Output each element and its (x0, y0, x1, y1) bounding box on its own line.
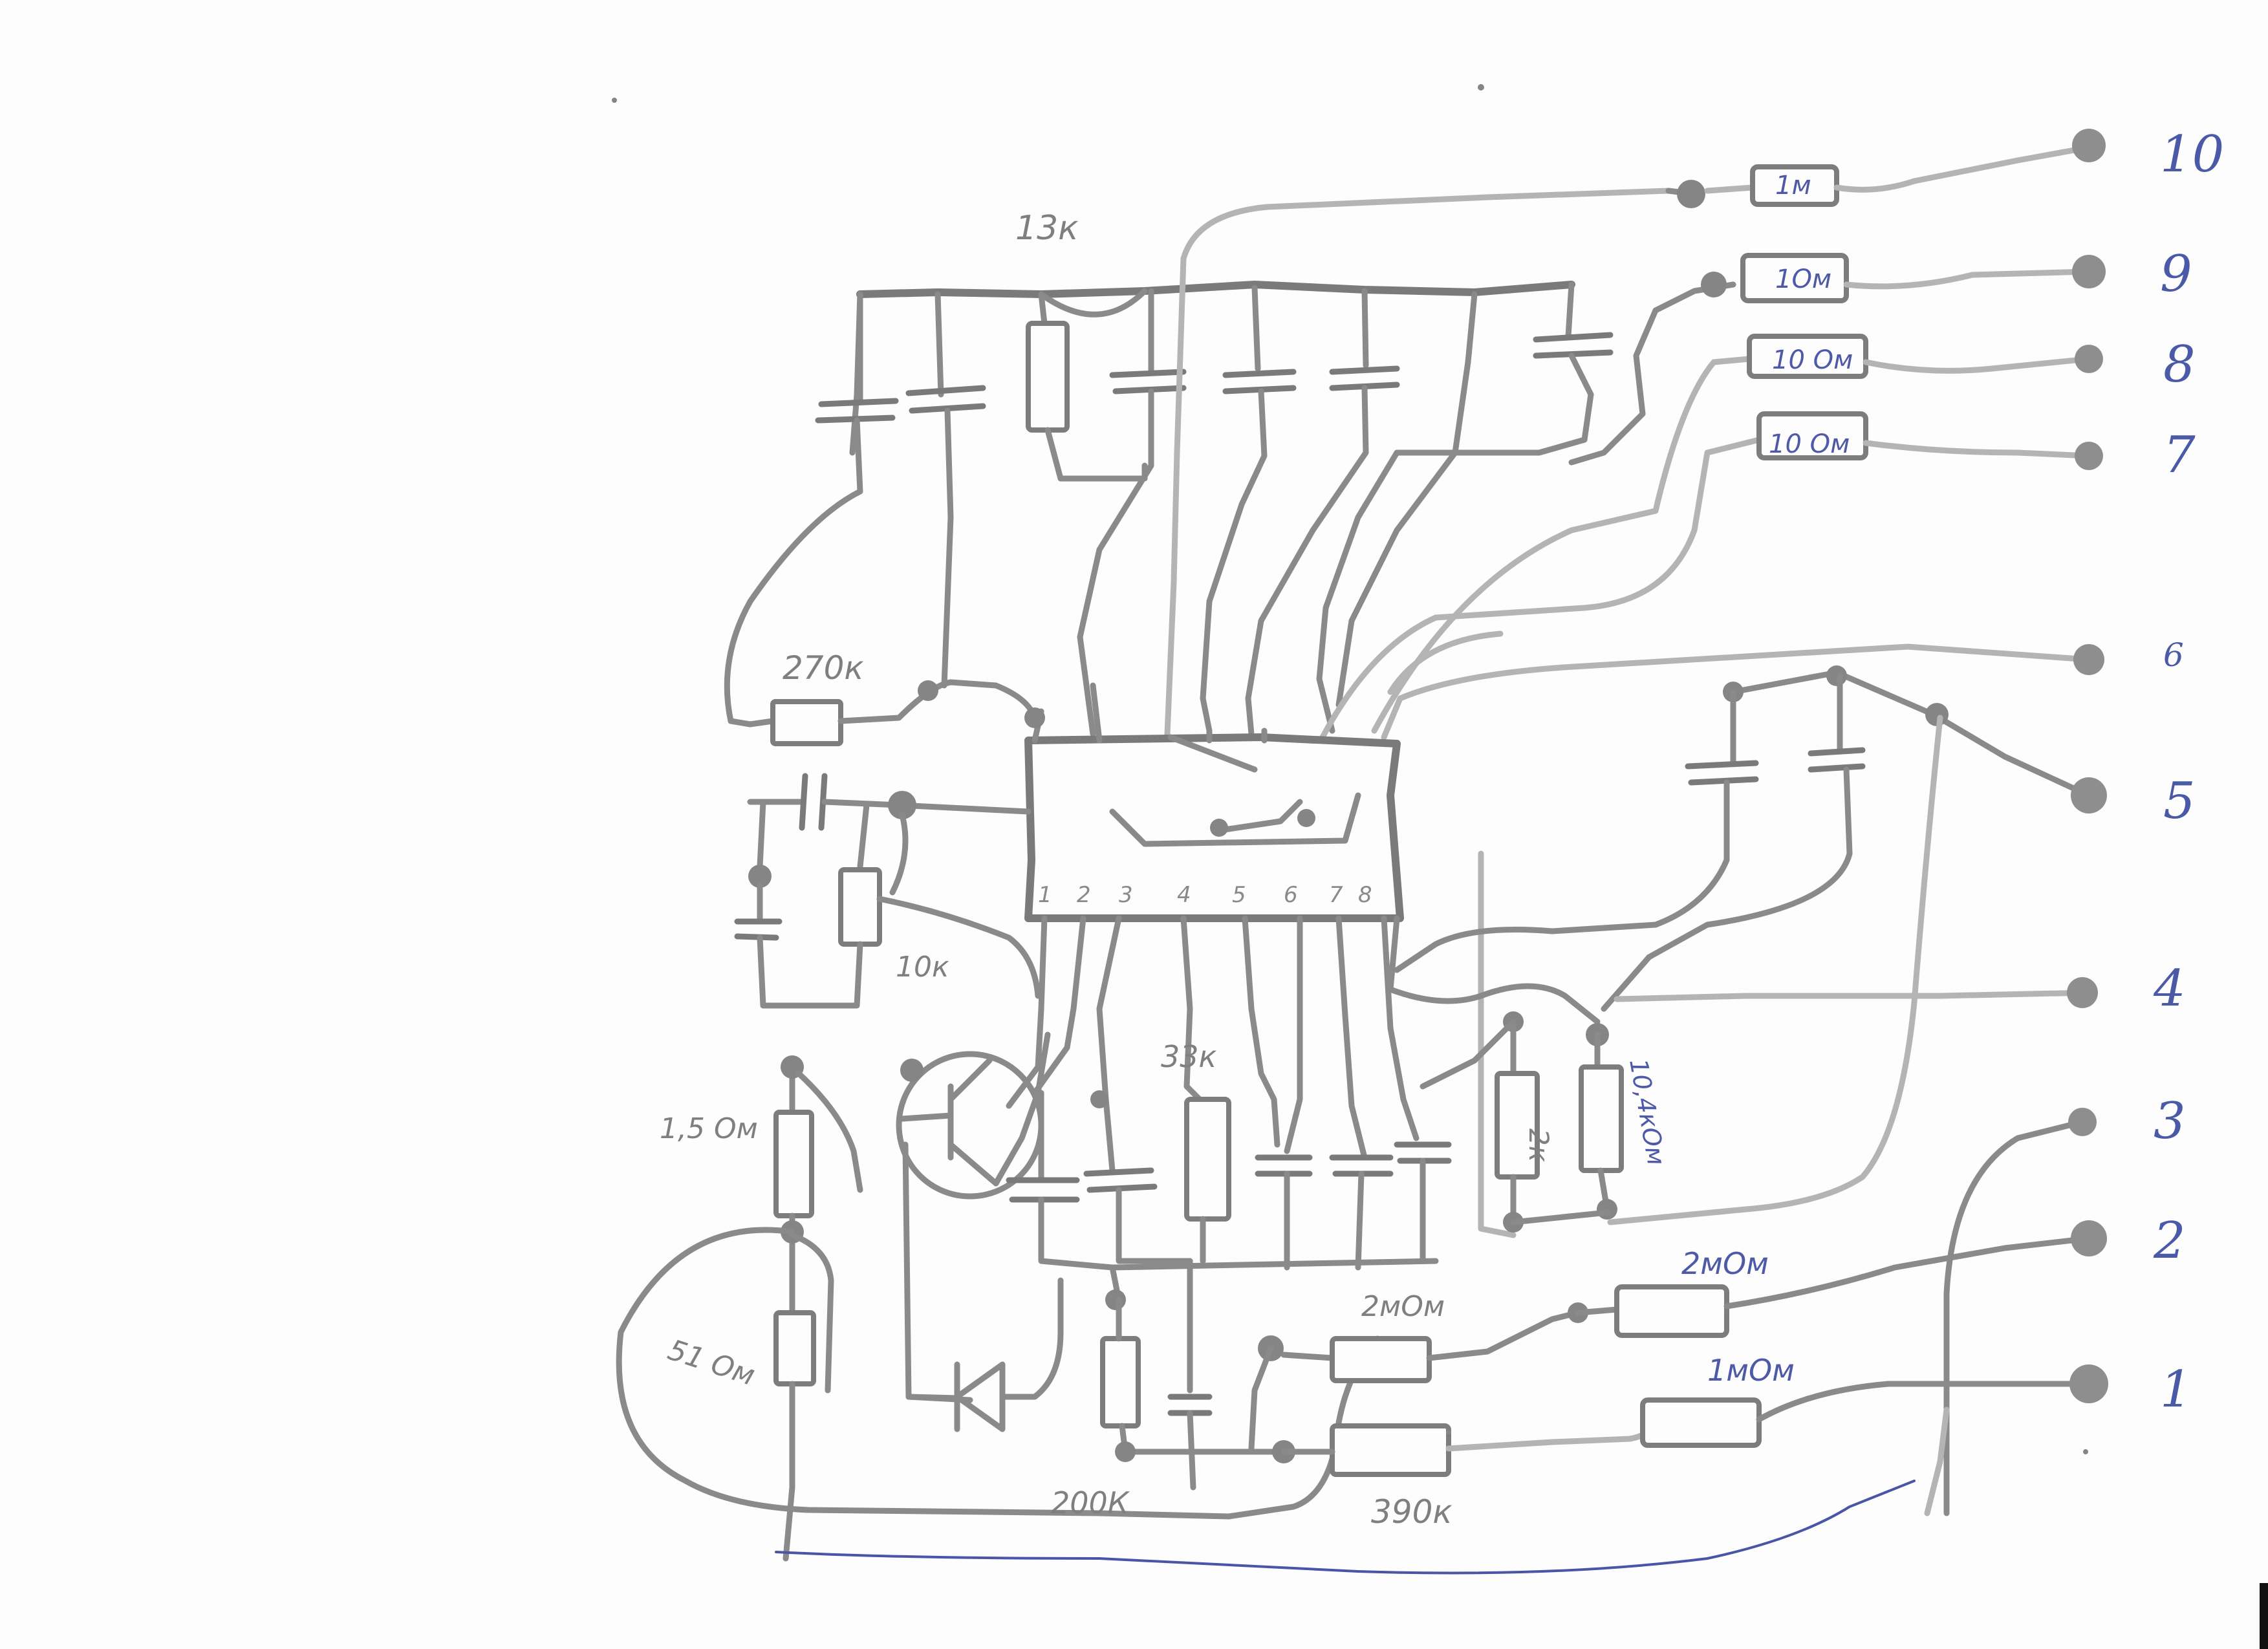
wire-to-terminal-7: 10 Ом (1319, 411, 2092, 740)
label-2k: 2к (1523, 1128, 1555, 1163)
bottom-capacitors (1006, 1006, 1452, 1271)
terminal-label-3: 3 (2154, 1092, 2186, 1150)
resistor-13k: 13к (1015, 209, 1148, 482)
terminal-label-7: 7 (2163, 426, 2196, 484)
label-1mom: 1мОм (1707, 1353, 1795, 1388)
label-1om: 1Ом (1775, 264, 1831, 294)
terminals: 10 9 8 7 6 5 4 3 2 1 (2067, 125, 2224, 1419)
scan-edge-mark (2260, 1583, 2268, 1649)
top-capacitors (724, 281, 1614, 737)
terminal-dot-9 (2072, 255, 2106, 288)
label-200k: 200К (1051, 1485, 1130, 1520)
label-51om: 51 Ом (664, 1333, 759, 1392)
label-390k: 390к (1371, 1493, 1453, 1531)
resistor-1mom: 1мОм (1626, 1353, 2092, 1448)
resistor-200k: 200К (1051, 1258, 1213, 1520)
terminal-dot-8 (2075, 345, 2103, 373)
terminal-label-1: 1 (2160, 1361, 2192, 1419)
ic-pin-5: 5 (1232, 882, 1246, 908)
label-33k: 33к (1161, 1039, 1217, 1074)
label-2mom-b: 2мОм (1681, 1246, 1769, 1281)
terminal-dot-10 (2072, 129, 2106, 162)
resistor-2mom-a: 2мОм (1248, 1290, 1588, 1452)
wire-to-terminal-8: 10 Ом (1371, 334, 2092, 734)
terminal-label-10: 10 (2160, 125, 2224, 184)
terminal-label-5: 5 (2163, 772, 2196, 830)
top-rail (849, 281, 1575, 456)
label-10om-b: 10 Ом (1769, 429, 1850, 459)
wire-to-terminal-4 (1614, 989, 2092, 1002)
paper-specks (612, 84, 2088, 1454)
ic-pin-2: 2 (1077, 882, 1091, 908)
terminal-dot-4 (2067, 977, 2098, 1008)
resistor-2k: 2к (1387, 850, 1601, 1238)
ic-pin-labels: 1 2 3 4 5 6 7 8 (1038, 882, 1372, 908)
terminal-dot-5 (2071, 777, 2107, 814)
diode (905, 1277, 1064, 1432)
ic-pin-3: 3 (1119, 882, 1133, 908)
terminal-dot-2 (2071, 1220, 2107, 1256)
resistor-270k: 270к (728, 649, 1045, 746)
terminal-dot-6 (2073, 644, 2104, 675)
resistor-390k: 390к (1200, 1423, 1633, 1531)
wire-to-terminal-10: 1м (1164, 144, 2092, 737)
right-capacitors (1394, 665, 2092, 1225)
terminal-label-6: 6 (2163, 636, 2184, 674)
wire-to-terminal-9: 1Ом (1568, 253, 2092, 466)
terminal-label-8: 8 (2163, 336, 2196, 394)
ic-chip: 1 2 3 4 5 6 7 8 (1024, 682, 1404, 1031)
ic-pin-1: 1 (1038, 882, 1052, 908)
label-1-5om: 1,5 Ом (660, 1112, 758, 1145)
label-270k: 270к (783, 649, 864, 687)
left-cap-and-10k: 10к (734, 773, 1041, 1009)
terminal-label-2: 2 (2153, 1212, 2186, 1270)
terminal-dot-3 (2068, 1108, 2097, 1136)
label-1m: 1м (1775, 171, 1811, 200)
blue-ground-line (775, 1480, 1916, 1575)
resistor-1-5om: 1,5 Ом (660, 1055, 863, 1251)
terminal-dot-7 (2075, 442, 2103, 470)
ic-pin-8: 8 (1358, 882, 1372, 908)
label-10om-a: 10 Ом (1772, 345, 1853, 375)
ic-pin-6: 6 (1284, 882, 1298, 908)
ic-pin-7: 7 (1329, 882, 1343, 908)
terminal-label-9: 9 (2160, 245, 2192, 303)
transistor (896, 1006, 1077, 1403)
wire-to-terminal-6 (1381, 630, 2092, 740)
label-10-4kom: 10,4кОм (1624, 1057, 1670, 1167)
resistor-33k: 33к (1161, 1006, 1280, 1264)
resistor-2mom-b: 2мОм (1575, 1235, 2092, 1338)
wire-to-terminal-3 (1943, 1119, 2086, 1516)
terminal-label-4: 4 (2153, 960, 2186, 1018)
label-10k: 10к (896, 951, 949, 984)
ic-pin-4: 4 (1177, 882, 1191, 908)
label-2mom-a: 2мОм (1361, 1290, 1445, 1323)
label-13k: 13к (1015, 209, 1079, 248)
terminal-dot-1 (2069, 1364, 2108, 1403)
left-loop-wire (616, 1227, 1381, 1520)
